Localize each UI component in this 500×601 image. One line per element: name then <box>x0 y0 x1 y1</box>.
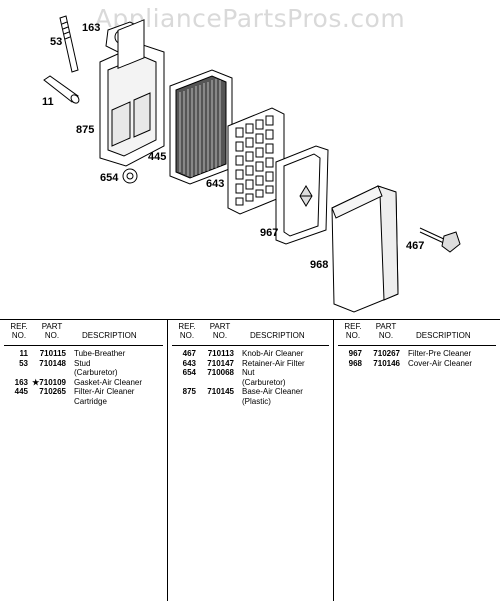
parts-rows: 467 710113 Knob-Air Cleaner 643 710147 Retain… <box>168 349 333 406</box>
table-row: 467 710113 Knob-Air Cleaner <box>168 349 333 359</box>
callout-163: 163 <box>82 22 101 34</box>
header-part-no: NO. <box>378 331 394 340</box>
part-description: Filter-Air Cleaner <box>74 387 135 396</box>
part-number: 710147 <box>207 358 234 368</box>
part-description: Retainer-Air Filter <box>242 358 305 368</box>
header-part: PART <box>375 322 397 331</box>
header-ref-no: NO. <box>179 331 195 340</box>
header-ref: REF. <box>10 322 28 331</box>
ref-number: 11 <box>19 349 28 358</box>
part-description: (Plastic) <box>242 396 271 406</box>
part-number: 710146 <box>373 358 400 368</box>
ref-number: 968 <box>348 358 362 368</box>
part-number: 710148 <box>39 358 66 368</box>
header-ref-no: NO. <box>11 331 27 340</box>
header-part-no: NO. <box>44 331 60 340</box>
callout-875: 875 <box>76 124 95 136</box>
header-ref-no: NO. <box>345 331 361 340</box>
ref-number: 643 <box>182 358 196 368</box>
ref-number: 875 <box>182 387 196 396</box>
parts-illustration <box>43 15 461 313</box>
retainer-part-643 <box>227 107 285 215</box>
part-description: (Carburetor) <box>74 368 118 377</box>
breather-tube-part-11 <box>43 75 80 104</box>
callout-968: 968 <box>310 259 329 271</box>
cover-part-968 <box>331 185 399 313</box>
table-row: 875 710145 Base-Air Cleaner(Plastic) <box>168 387 333 406</box>
part-description: Filter-Pre Cleaner <box>408 349 472 358</box>
header-part: PART <box>209 322 231 331</box>
header-divider <box>172 345 329 346</box>
filter-cartridge-part-445 <box>169 69 233 185</box>
callout-53: 53 <box>50 36 63 48</box>
stud-part-53 <box>59 15 79 73</box>
header-ref: REF. <box>344 322 362 331</box>
header-divider <box>338 345 496 346</box>
parts-rows: 11 710115 Tube-Breather 53 710148 Stud(Carbur… <box>0 349 167 406</box>
callout-445: 445 <box>148 151 167 163</box>
header-ref: REF. <box>178 322 196 331</box>
ref-number: 467 <box>182 349 196 358</box>
ref-number: 163 <box>14 377 28 387</box>
watermark: AppliancePartsPros.com <box>94 4 406 33</box>
part-description: Cartridge <box>74 396 107 406</box>
callout-967: 967 <box>260 227 279 239</box>
knob-part-467 <box>419 227 461 253</box>
exploded-parts-diagram: AppliancePartsPros.com <box>42 4 461 313</box>
table-row: 11 710115 Tube-Breather <box>0 349 167 359</box>
parts-rows: 967 710267 Filter-Pre Cleaner 968 710146 Cove… <box>334 349 500 368</box>
ref-number: 654 <box>182 368 196 377</box>
ref-number: 967 <box>348 349 362 358</box>
part-description: Cover-Air Cleaner <box>408 358 473 368</box>
part-number: 710113 <box>207 349 234 358</box>
table-row: 654 710068 Nut(Carburetor) <box>168 368 333 387</box>
header-part: PART <box>41 322 63 331</box>
part-description: Knob-Air Cleaner <box>242 349 304 358</box>
callout-654: 654 <box>100 172 119 184</box>
table-row: 53 710148 Stud(Carburetor) <box>0 359 167 378</box>
table-row: 163 ★710109 Gasket-Air Cleaner <box>0 378 167 388</box>
part-number: 710145 <box>207 387 234 396</box>
ref-number: 445 <box>14 387 28 396</box>
header-divider <box>4 345 163 346</box>
ref-number: 53 <box>19 358 28 368</box>
callout-11: 11 <box>42 96 54 108</box>
table-row: 968 710146 Cover-Air Cleaner <box>334 359 500 369</box>
callout-467: 467 <box>406 240 425 252</box>
part-description: Tube-Breather <box>74 349 126 358</box>
base-part-875 <box>99 19 165 167</box>
part-number: 710115 <box>39 349 66 358</box>
table-row: 967 710267 Filter-Pre Cleaner <box>334 349 500 359</box>
header-description: DESCRIPTION <box>250 331 305 340</box>
nut-part-654 <box>122 168 138 184</box>
part-number: ★710109 <box>32 377 66 387</box>
part-number: 710068 <box>207 368 234 377</box>
part-description: Nut <box>242 368 255 377</box>
part-description: Gasket-Air Cleaner <box>74 377 143 387</box>
header-part-no: NO. <box>212 331 228 340</box>
part-number: 710265 <box>39 387 66 396</box>
part-number: 710267 <box>373 349 400 358</box>
pre-cleaner-part-967 <box>275 145 329 245</box>
header-description: DESCRIPTION <box>82 331 137 340</box>
part-description: Base-Air Cleaner <box>242 387 303 396</box>
part-description: (Carburetor) <box>242 377 286 387</box>
callout-643: 643 <box>206 178 225 190</box>
header-description: DESCRIPTION <box>416 331 471 340</box>
table-row: 643 710147 Retainer-Air Filter <box>168 359 333 369</box>
part-description: Stud <box>74 358 91 368</box>
